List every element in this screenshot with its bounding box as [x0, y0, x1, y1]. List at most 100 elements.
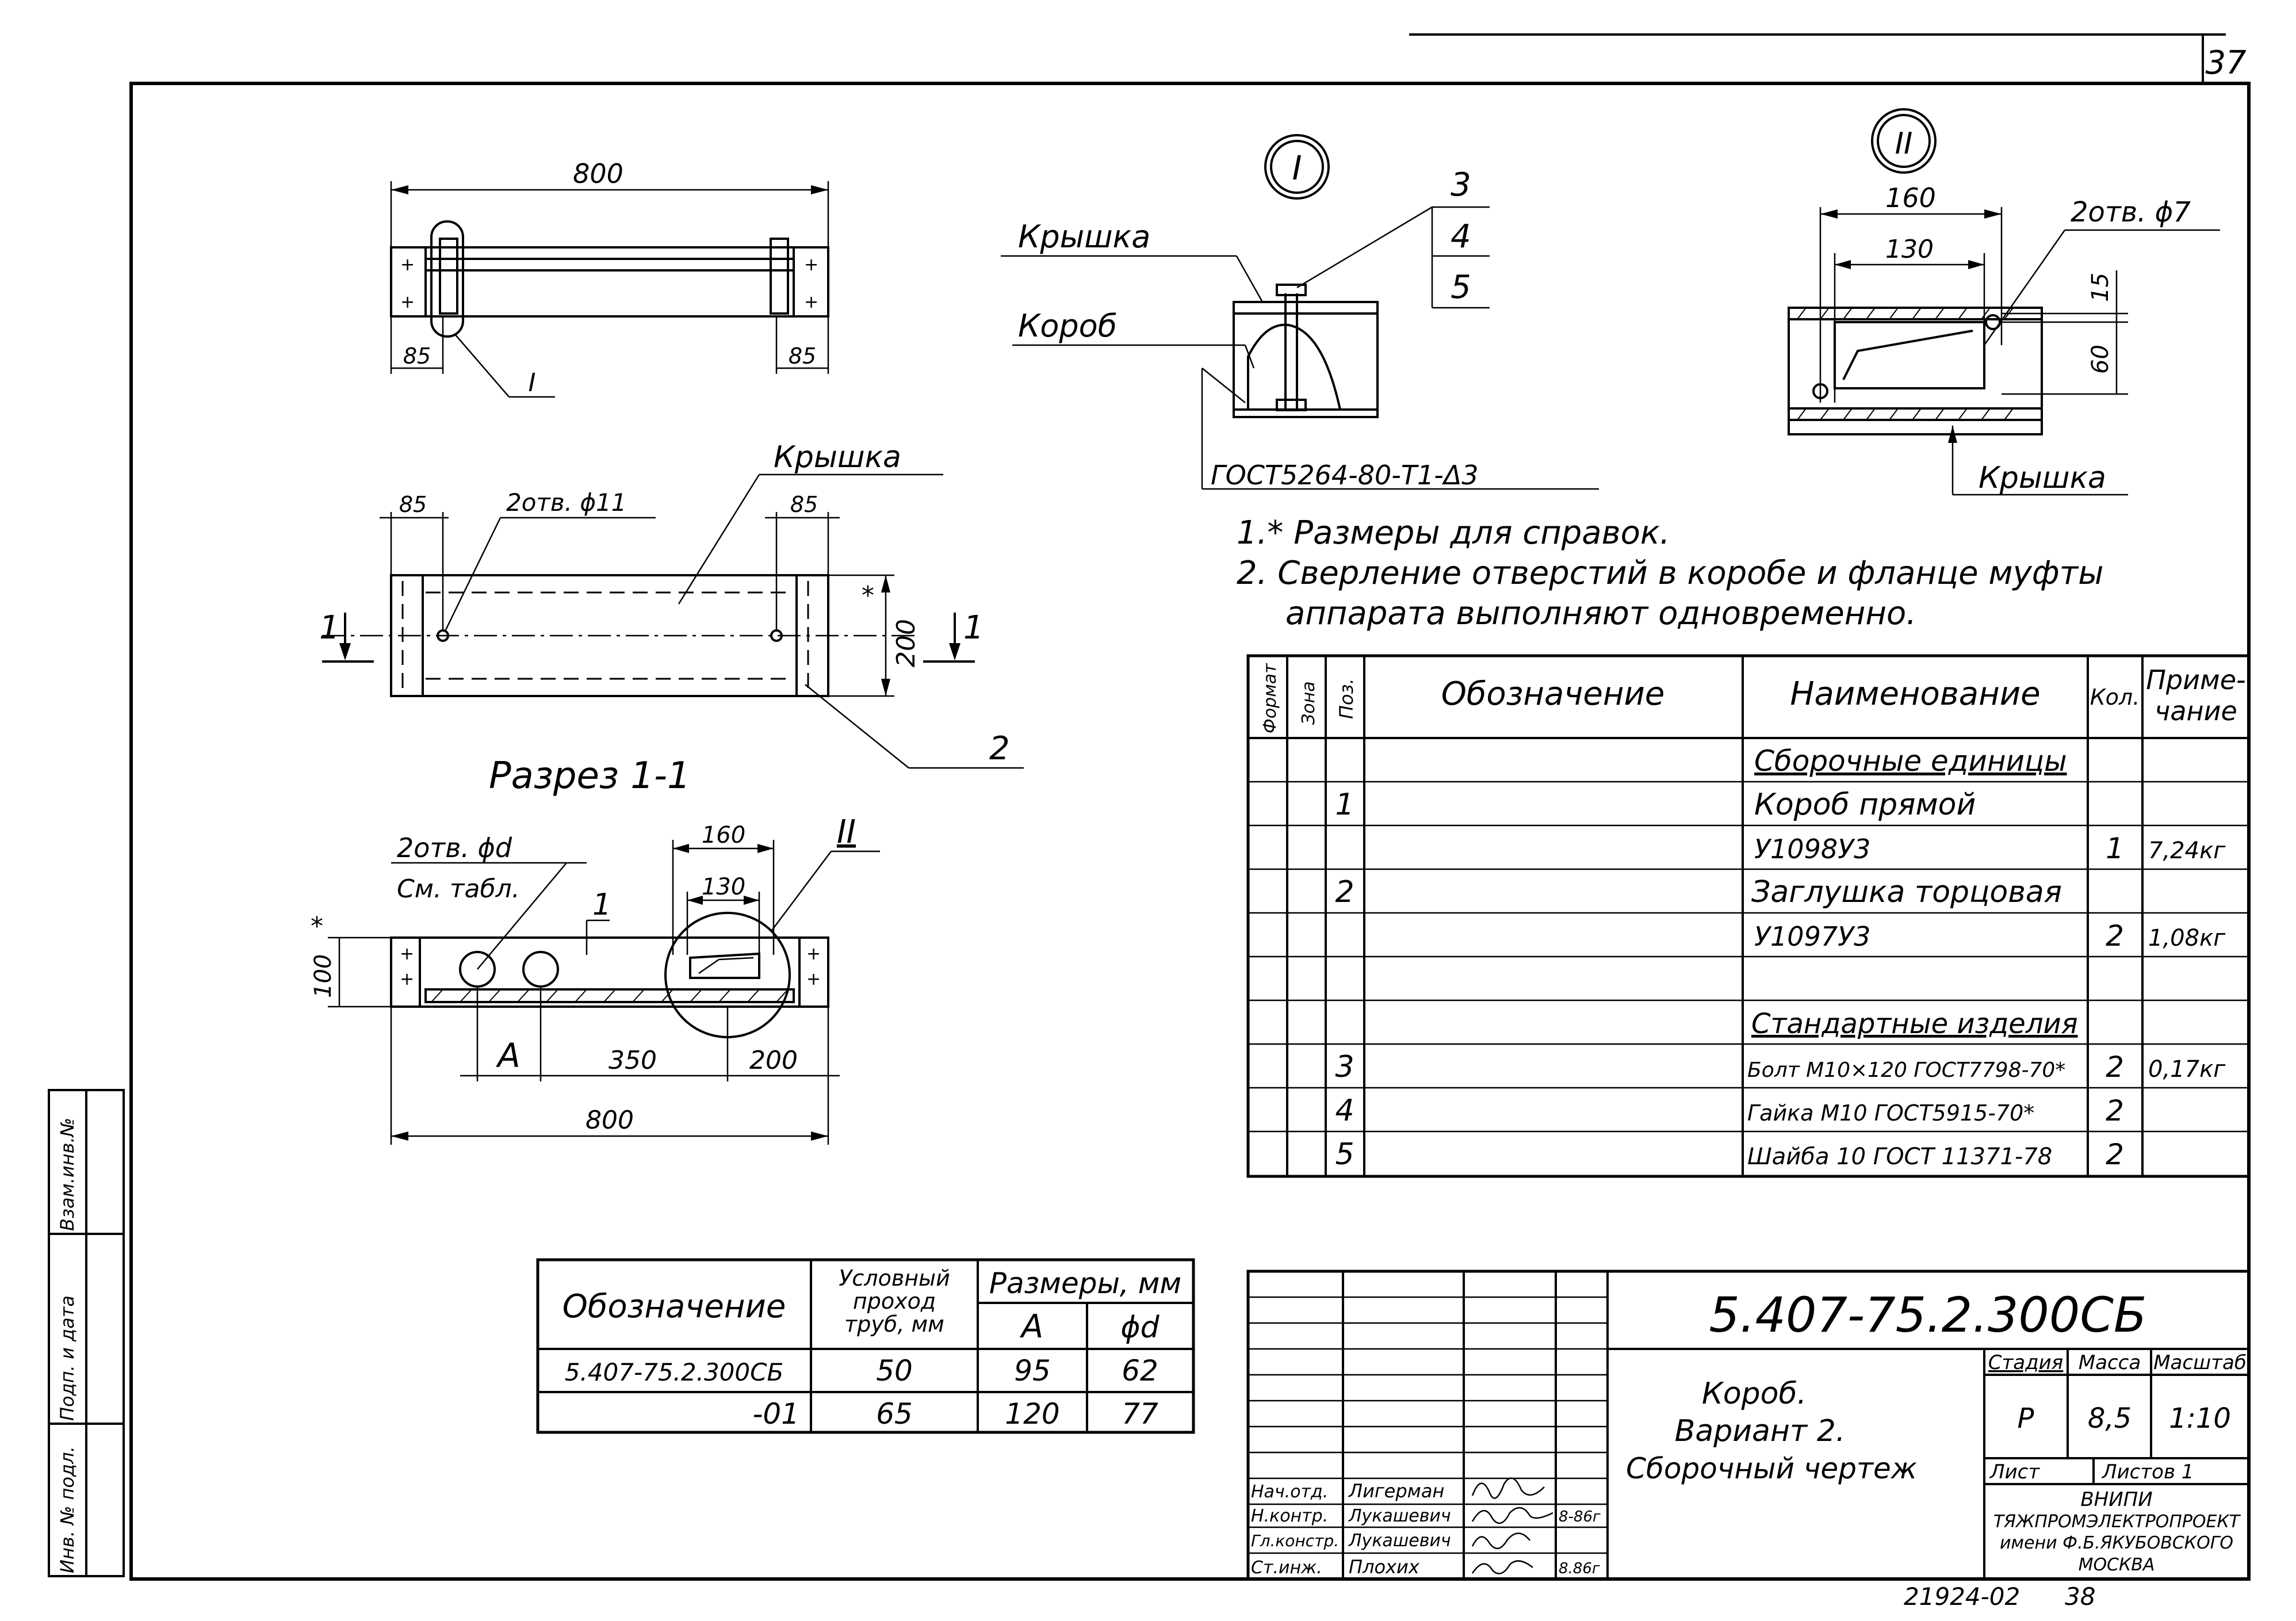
side-label-inventory: Инв. № подл.: [56, 1446, 78, 1573]
section-pos-label: 1: [592, 888, 611, 922]
signature-2: [1471, 1507, 1553, 1524]
org-line3: имени Ф.Б.ЯКУБОВСКОГО: [2000, 1533, 2233, 1553]
detail-2-dim-160: 160: [1885, 182, 1936, 213]
detail-1-cover-label: Крышка: [1018, 219, 1150, 255]
spec-row-8-name: Болт М10×120 ГОСТ7798-70*: [1747, 1058, 2065, 1082]
section-see-table: См. табл.: [397, 874, 520, 904]
detail-1-pos-3: 3: [1451, 166, 1471, 204]
svg-text:+: +: [400, 944, 414, 964]
spec-row-8-note: 0,17кг: [2148, 1056, 2226, 1083]
plan-right-offset: 85: [790, 492, 818, 517]
spec-hdr-format: Формат: [1260, 663, 1280, 733]
svg-text:+: +: [400, 255, 415, 275]
var-hdr-nominal-3: труб, мм: [844, 1312, 944, 1337]
plan-height-star: *: [862, 581, 874, 610]
signer-2-name: Лукашевич: [1348, 1506, 1451, 1526]
spec-row-4-pos: 2: [1335, 875, 1354, 909]
signer-3-name: Лукашевич: [1348, 1531, 1451, 1551]
plan-cover-label: Крышка: [774, 440, 901, 475]
spec-row-9-qty: 2: [2106, 1094, 2124, 1127]
detail-1-pos-4: 4: [1451, 218, 1471, 255]
callout-I-outline: [430, 220, 464, 338]
top-right-offset: 85: [789, 343, 816, 369]
spec-hdr-pos: Поз.: [1335, 678, 1357, 719]
detail-2-dim-130: 130: [1885, 235, 1934, 264]
sheet-frame: 37 Взам.инв.№ Подп. и дата Инв. № подл. …: [48, 33, 2251, 1611]
side-label-sign: Подп. и дата: [56, 1295, 78, 1421]
var-row-2-nominal: 65: [876, 1397, 913, 1431]
spec-row-10-name: Шайба 10 ГОСТ 11371-78: [1747, 1144, 2052, 1170]
var-hdr-sizes: Размеры, мм: [989, 1267, 1181, 1300]
plan-holes-label: 2отв. ϕ11: [506, 488, 627, 517]
spec-row-5-qty: 2: [2106, 919, 2124, 953]
detail-1-box-label: Короб: [1018, 308, 1117, 344]
notes: 1.* Размеры для справок. 2. Сверление от…: [1237, 514, 2104, 632]
section-dim-200: 200: [749, 1046, 798, 1075]
archive-sheet: 38: [2065, 1582, 2095, 1611]
signer-4-role: Ст.инж.: [1251, 1558, 1322, 1578]
signature-3: [1471, 1532, 1530, 1549]
var-hdr-nominal-1: Условный: [839, 1266, 950, 1291]
svg-text:+: +: [806, 969, 821, 989]
top-overall-dim: 800: [573, 158, 623, 189]
plan-height-dim: 200: [891, 619, 921, 667]
spec-hdr-designation: Обозначение: [1441, 675, 1665, 713]
org-line4: МОСКВА: [2079, 1555, 2155, 1575]
detail-2-holes-label: 2отв. ϕ7: [2071, 196, 2191, 228]
detail-2-cover-label: Крышка: [1979, 461, 2106, 495]
section-dim-160: 160: [702, 822, 745, 848]
spec-row-5-note: 1,08кг: [2148, 925, 2226, 951]
plan-pos-label: 2: [989, 730, 1010, 767]
signature-4: [1471, 1560, 1533, 1574]
svg-text:+: +: [804, 255, 818, 275]
variants-table: Обозначение Условный проход труб, мм Раз…: [536, 1258, 1195, 1434]
spec-row-10-pos: 5: [1335, 1137, 1354, 1172]
var-row-1-nominal: 50: [876, 1354, 913, 1387]
svg-text:+: +: [400, 292, 415, 312]
signer-1-role: Нач.отд.: [1251, 1482, 1328, 1502]
spec-row-3-qty: 1: [2106, 832, 2124, 865]
var-row-2-designation: -01: [752, 1397, 799, 1431]
var-row-2-d: 77: [1122, 1397, 1158, 1431]
section-dim-350: 350: [609, 1046, 657, 1075]
detail-2: II 160 130: [1788, 108, 2220, 496]
spec-row-8-pos: 3: [1335, 1050, 1354, 1084]
spec-hdr-note-2: чание: [2155, 695, 2237, 727]
detail-2-dim-60: 60: [2087, 345, 2114, 374]
scale-value: 1:10: [2169, 1402, 2231, 1435]
plan-left-offset: 85: [399, 492, 427, 517]
top-view: 800 + + + + 85 85 I: [390, 158, 829, 398]
stage-label: Стадия: [1988, 1351, 2063, 1374]
plan-section-mark-right: 1: [963, 609, 984, 647]
stage-value: Р: [2018, 1402, 2034, 1435]
spec-hdr-note-1: Приме-: [2146, 664, 2245, 695]
spec-row-4-name: Заглушка торцовая: [1751, 875, 2062, 909]
spec-row-3-note: 7,24кг: [2148, 838, 2226, 864]
detail-2-dim-15: 15: [2087, 273, 2114, 302]
detail-1: I Крышка Короб 3 4 5 ГОСТ5264-80-Т1-Δ3: [1001, 134, 1599, 491]
signer-4-date: 8.86г: [1559, 1560, 1600, 1577]
svg-text:+: +: [806, 944, 821, 964]
spec-hdr-qty: Кол.: [2090, 685, 2140, 710]
title-block: 5.407-75.2.300СБ Короб. Вариант 2. Сборо…: [1246, 1270, 2251, 1581]
note-2-line2: аппарата выполняют одновременно.: [1285, 595, 1916, 632]
spec-row-3-name: У1098У3: [1754, 834, 1870, 865]
side-label-replace: Взам.инв.№: [56, 1118, 78, 1231]
spec-row-7-name: Стандартные изделия: [1751, 1008, 2078, 1040]
spec-row-9-pos: 4: [1335, 1094, 1354, 1128]
top-left-offset: 85: [403, 343, 431, 369]
doc-code: 5.407-75.2.300СБ: [1709, 1287, 2146, 1343]
signer-2-role: Н.контр.: [1251, 1506, 1328, 1526]
signer-4-name: Плохих: [1349, 1556, 1420, 1578]
spec-hdr-name: Наименование: [1790, 675, 2040, 713]
signature-1: [1471, 1477, 1545, 1499]
section-dim-A: A: [495, 1036, 521, 1075]
var-hdr-d: ϕd: [1120, 1310, 1160, 1345]
spec-row-2-name: Короб прямой: [1754, 787, 1976, 822]
section-callout-II: II: [837, 813, 856, 851]
top-callout-I: I: [529, 368, 536, 397]
var-row-1-A: 95: [1014, 1354, 1051, 1387]
detail-2-callout: II: [1895, 127, 1913, 161]
spec-row-9-name: Гайка М10 ГОСТ5915-70*: [1747, 1100, 2034, 1126]
